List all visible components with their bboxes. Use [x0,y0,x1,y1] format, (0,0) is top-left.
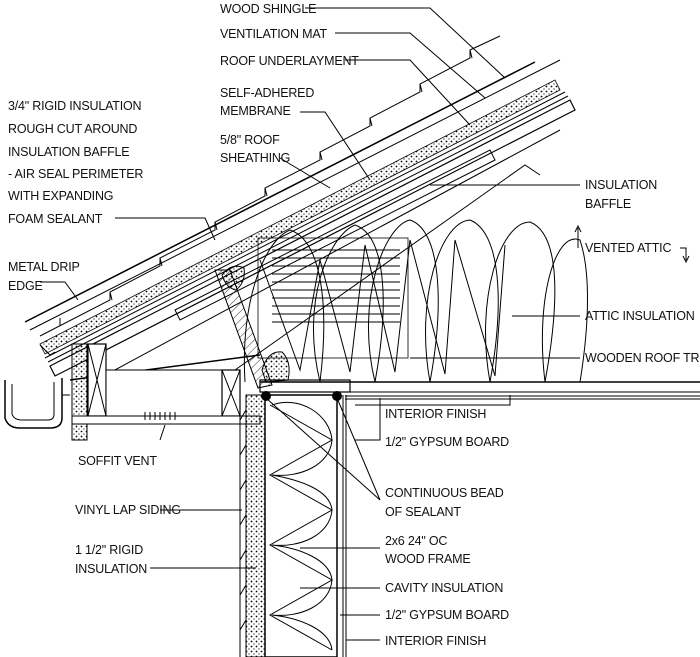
label-interior-finish-ceiling: INTERIOR FINISH [385,407,486,421]
vinyl-lap-siding [239,395,247,657]
label-metal-drip-2: EDGE [8,279,43,293]
label-gypsum-ceiling: 1/2" GYPSUM BOARD [385,435,509,449]
label-gypsum-wall: 1/2" GYPSUM BOARD [385,608,509,622]
top-plate [214,265,351,393]
label-ventilation-mat: VENTILATION MAT [220,27,328,41]
label-interior-finish-wall: INTERIOR FINISH [385,634,486,648]
label-roof-sheathing-1: 5/8" ROOF [220,133,280,147]
label-rigid-wall-2: INSULATION [75,562,147,576]
soffit-vent-grille [144,412,176,420]
label-rigid-5: WITH EXPANDING [8,189,113,203]
expanding-foam-sealant [221,265,245,291]
label-self-adhered-2: MEMBRANE [220,104,291,118]
label-rigid-1: 3/4" RIGID INSULATION [8,99,142,113]
attic-insulation [243,219,588,383]
label-rigid-wall-1: 1 1/2" RIGID [75,543,143,557]
label-wood-shingle: WOOD SHINGLE [220,2,316,16]
ventilation-mat [39,79,561,355]
label-wood-frame-2: WOOD FRAME [385,552,471,566]
label-metal-drip-1: METAL DRIP [8,260,80,274]
label-rigid-4: - AIR SEAL PERIMETER [8,167,143,181]
fascia-soffit [71,343,261,441]
label-sealant-1: CONTINUOUS BEAD [385,486,504,500]
label-vented-attic: VENTED ATTIC [585,241,671,255]
expanding-foam-sealant-2 [261,351,290,383]
gutter [4,344,70,429]
label-rigid-2: ROUGH CUT AROUND [8,122,137,136]
annotations: WOOD SHINGLE VENTILATION MAT ROOF UNDERL… [8,2,700,648]
roof-underlayment [44,91,566,359]
label-attic-insulation: ATTIC INSULATION [585,309,695,323]
cavity-insulation [268,401,334,651]
rigid-insulation-vertical [214,269,273,389]
label-cavity-insulation: CAVITY INSULATION [385,581,503,595]
wood-shingles [24,35,561,337]
sealant-bead-exterior [261,391,271,401]
label-wooden-roof-truss: WOODEN ROOF TRUSS [585,351,700,365]
label-insulation-baffle-1: INSULATION [585,178,657,192]
label-insulation-baffle-2: BAFFLE [585,197,631,211]
label-rigid-3: INSULATION BAFFLE [8,145,129,159]
label-wood-frame-1: 2x6 24" OC [385,534,447,548]
insulation-baffle [174,149,496,321]
label-sealant-2: OF SEALANT [385,505,461,519]
label-roof-sheathing-2: SHEATHING [220,151,290,165]
self-adhered-membrane [47,95,569,363]
ceiling [260,381,700,400]
sealant-bead-interior [332,391,342,401]
label-rigid-6: FOAM SEALANT [8,212,103,226]
wall-gypsum-board [336,395,344,657]
label-vinyl-lap-siding: VINYL LAP SIDING [75,503,181,517]
label-self-adhered-1: SELF-ADHERED [220,86,314,100]
leader-lines [40,7,690,641]
wall-assembly [239,391,347,657]
rigid-wall-insulation [245,394,266,657]
label-roof-underlayment: ROOF UNDERLAYMENT [220,54,359,68]
label-soffit-vent: SOFFIT VENT [78,454,157,468]
